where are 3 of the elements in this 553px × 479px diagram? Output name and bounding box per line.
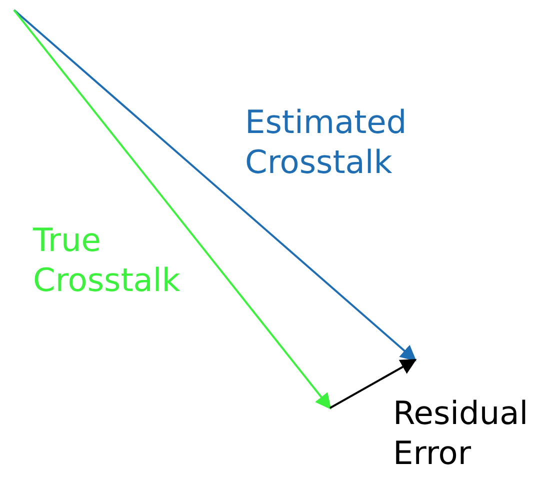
vector-label: Estimated Crosstalk (245, 102, 408, 182)
vector-label: Residual Error (393, 393, 530, 473)
vector-label: True Crosstalk (33, 220, 182, 300)
